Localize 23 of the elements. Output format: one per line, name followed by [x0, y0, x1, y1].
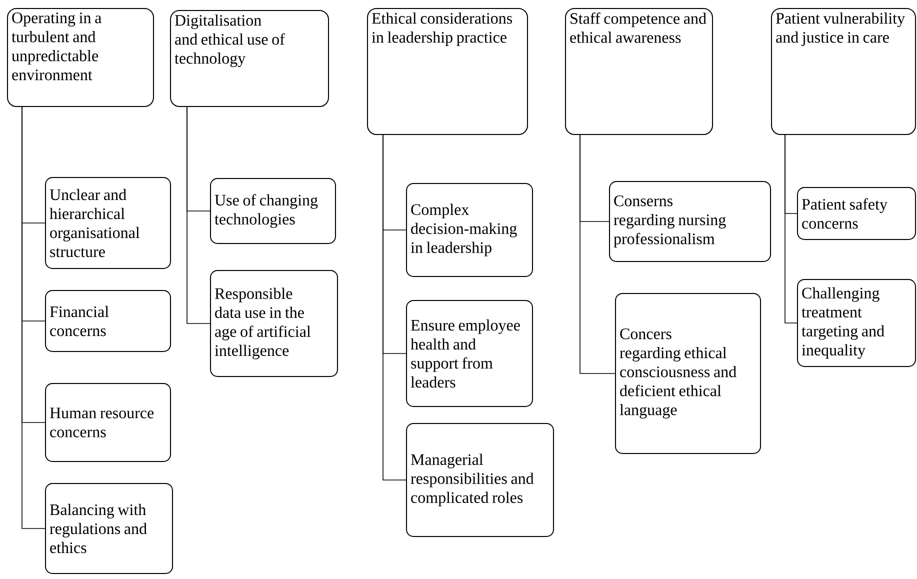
connector-line [22, 106, 46, 529]
subcategory-box: Conserns regarding nursing professionalism [609, 181, 771, 262]
category-box: Digitalisation and ethical use of technology [170, 10, 329, 107]
category-box: Operating in a turbulent and unpredictable environment [7, 8, 154, 107]
subcategory-box: Responsible data use in the age of artificial intelligence [210, 270, 338, 377]
category-box: Ethical considerations in leadership practice [367, 8, 528, 135]
subcategory-box: Concers regarding ethical consciousness and deficient ethical language [615, 293, 761, 454]
connector-line [784, 134, 798, 324]
subcategory-box: Challenging treatment targeting and inequality [797, 279, 916, 367]
category-box: Patient vulnerability and justice in care [771, 8, 916, 135]
subcategory-box: Use of changing technologies [210, 178, 336, 244]
subcategory-box: Ensure employee health and support from leaders [406, 300, 533, 407]
subcategory-box: Complex decision-making in leadership [406, 183, 533, 277]
subcategory-box: Financial concerns [45, 290, 171, 352]
connector-line [186, 106, 210, 324]
subcategory-box: Human resource concerns [45, 383, 171, 462]
subcategory-box: Unclear and hierarchical organisational structure [45, 177, 171, 269]
category-box: Staff competence and ethical awareness [565, 8, 713, 135]
subcategory-box: Patient safety concerns [797, 187, 916, 240]
subcategory-box: Balancing with regulations and ethics [45, 483, 173, 574]
connector-line [382, 134, 406, 480]
subcategory-box: Managerial responsibilities and complicated roles [406, 423, 554, 537]
connector-line [580, 134, 616, 374]
